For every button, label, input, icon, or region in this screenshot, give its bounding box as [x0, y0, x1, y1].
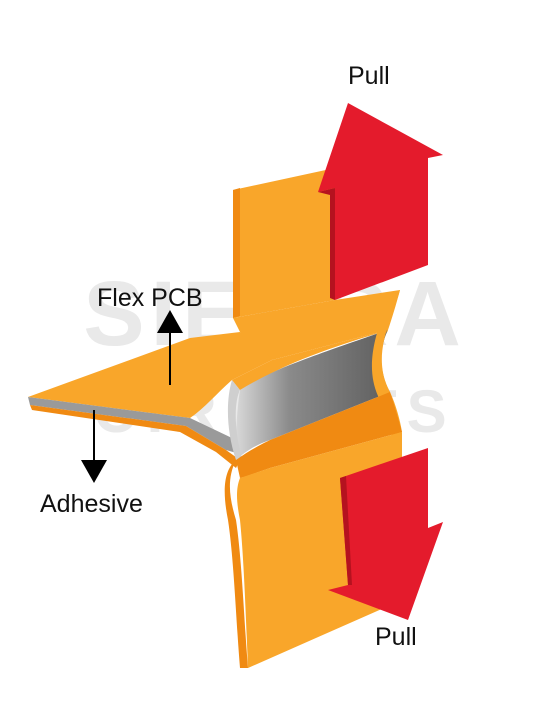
- pull-arrow-up-side: [318, 188, 335, 300]
- flex-curve-upper: [232, 330, 388, 390]
- adhesive-label: Adhesive: [40, 490, 143, 518]
- pull-arrow-down: [328, 448, 443, 620]
- flex-curve-lower-band: [236, 392, 402, 478]
- flex-lower-left-shade: [224, 460, 248, 668]
- flex-flap-bottom-edge: [30, 405, 240, 468]
- adhesive-left-edge: [227, 380, 242, 460]
- flex-pcb-strip: [28, 168, 402, 668]
- pull-bottom-label: Pull: [375, 623, 417, 651]
- flex-pcb-pointer-head: [157, 310, 183, 333]
- flex-upper-edge: [233, 188, 240, 318]
- flex-pcb-label: Flex PCB: [97, 284, 203, 312]
- adhesive-exposed-region: [236, 330, 390, 460]
- pull-arrow-down-body: [328, 448, 443, 620]
- flex-middle-band: [233, 290, 400, 360]
- adhesive-layer-flap: [28, 397, 240, 454]
- pull-top-label: Pull: [348, 62, 390, 90]
- flex-pcb-pointer: [157, 310, 183, 385]
- pull-arrow-up-body: [318, 103, 443, 300]
- pull-arrow-down-side: [340, 476, 352, 585]
- flex-horizontal-flap: [28, 332, 272, 418]
- adhesive-pointer-head: [81, 460, 107, 483]
- pull-arrow-up: [318, 103, 443, 300]
- flex-right-curve: [371, 290, 402, 436]
- adhesive-pointer: [81, 410, 107, 483]
- flex-upper-vertical-panel: [233, 168, 335, 318]
